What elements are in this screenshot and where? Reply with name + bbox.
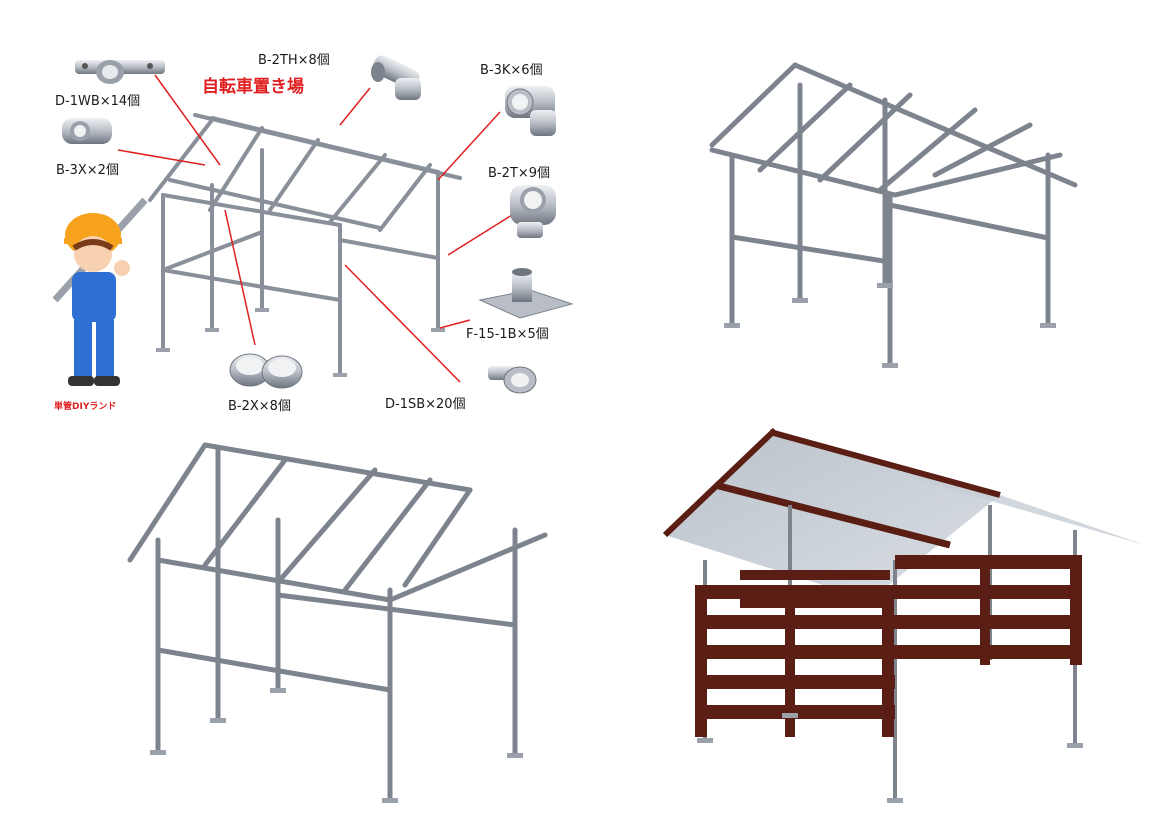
tee-joint-icon [510,185,556,238]
base-plates-panel3 [150,688,523,803]
panel-frame-view-3 [127,442,548,803]
cross-joint-icon [62,118,112,144]
part-label-b2th: B-2TH×8個 [258,53,330,68]
brand-label: 単管DIYランド [54,400,116,412]
single-clamp-icon [488,366,537,394]
corner-joint-icon [505,86,556,136]
worker-mascot-icon [52,197,148,386]
base-plates-panel1 [156,308,445,377]
diagram-title: 自転車置き場 [202,76,304,97]
part-label-d1wb: D-1WB×14個 [55,94,140,109]
panel-frame-view-2 [709,62,1078,368]
part-label-b3k: B-3K×6個 [480,63,543,78]
base-plates-panel2 [724,283,1056,368]
panel-finished-shed [662,427,1145,803]
part-label-d1sb: D-1SB×20個 [385,397,466,412]
part-label-b2x: B-2X×8個 [228,399,291,414]
panel-annotated-frame [148,113,462,377]
ring-clamp-icon [229,353,303,389]
part-label-b3x: B-3X×2個 [56,163,119,178]
swivel-tee-icon [371,55,421,100]
base-plate-icon [478,268,574,319]
callout-lines [117,74,513,383]
flange-clamp-icon [75,60,165,84]
part-label-f151b: F-15-1B×5個 [466,327,549,342]
part-label-b2t: B-2T×9個 [488,166,550,181]
